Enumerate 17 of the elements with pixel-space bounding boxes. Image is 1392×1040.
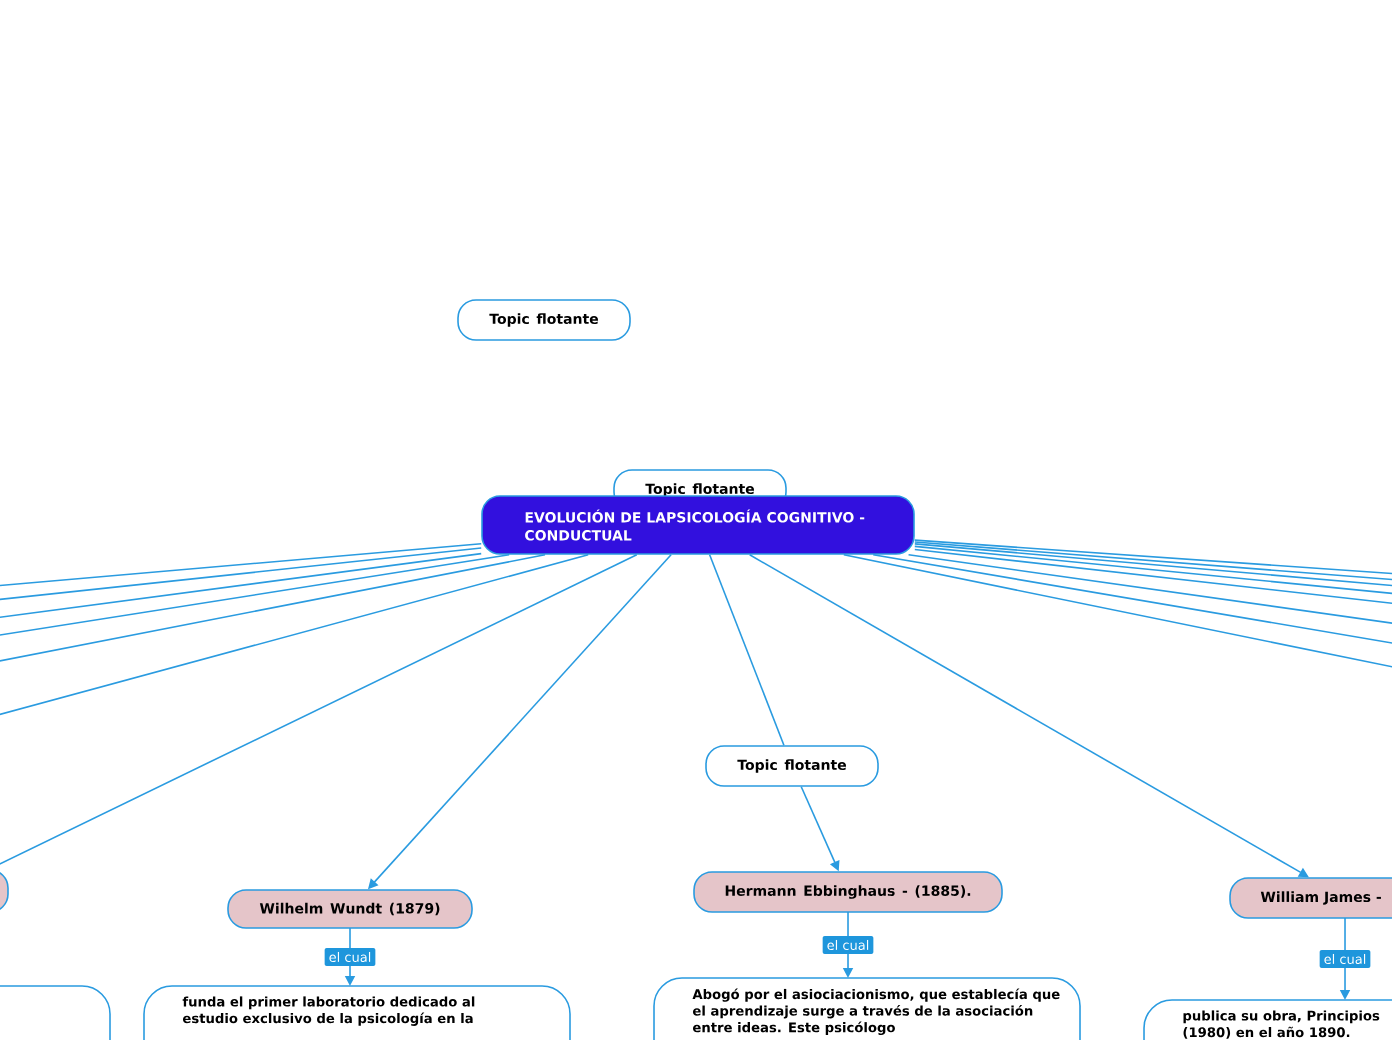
connector-line [0,554,589,717]
connector-line [0,547,482,601]
description-box [0,985,111,1040]
subtopic-box [0,869,9,913]
connector-line [0,552,482,619]
connector-line [914,539,1392,575]
arrow [748,554,1309,878]
connector-line [0,554,510,637]
connector-line [914,545,1392,595]
connector-line [907,554,1392,625]
connector-line [708,554,785,746]
connector-line [0,554,546,663]
connector-line [0,554,638,870]
connector-line [843,554,1392,669]
connector-line [872,554,1392,645]
connector-line [914,548,1392,605]
connector-line [0,542,482,587]
